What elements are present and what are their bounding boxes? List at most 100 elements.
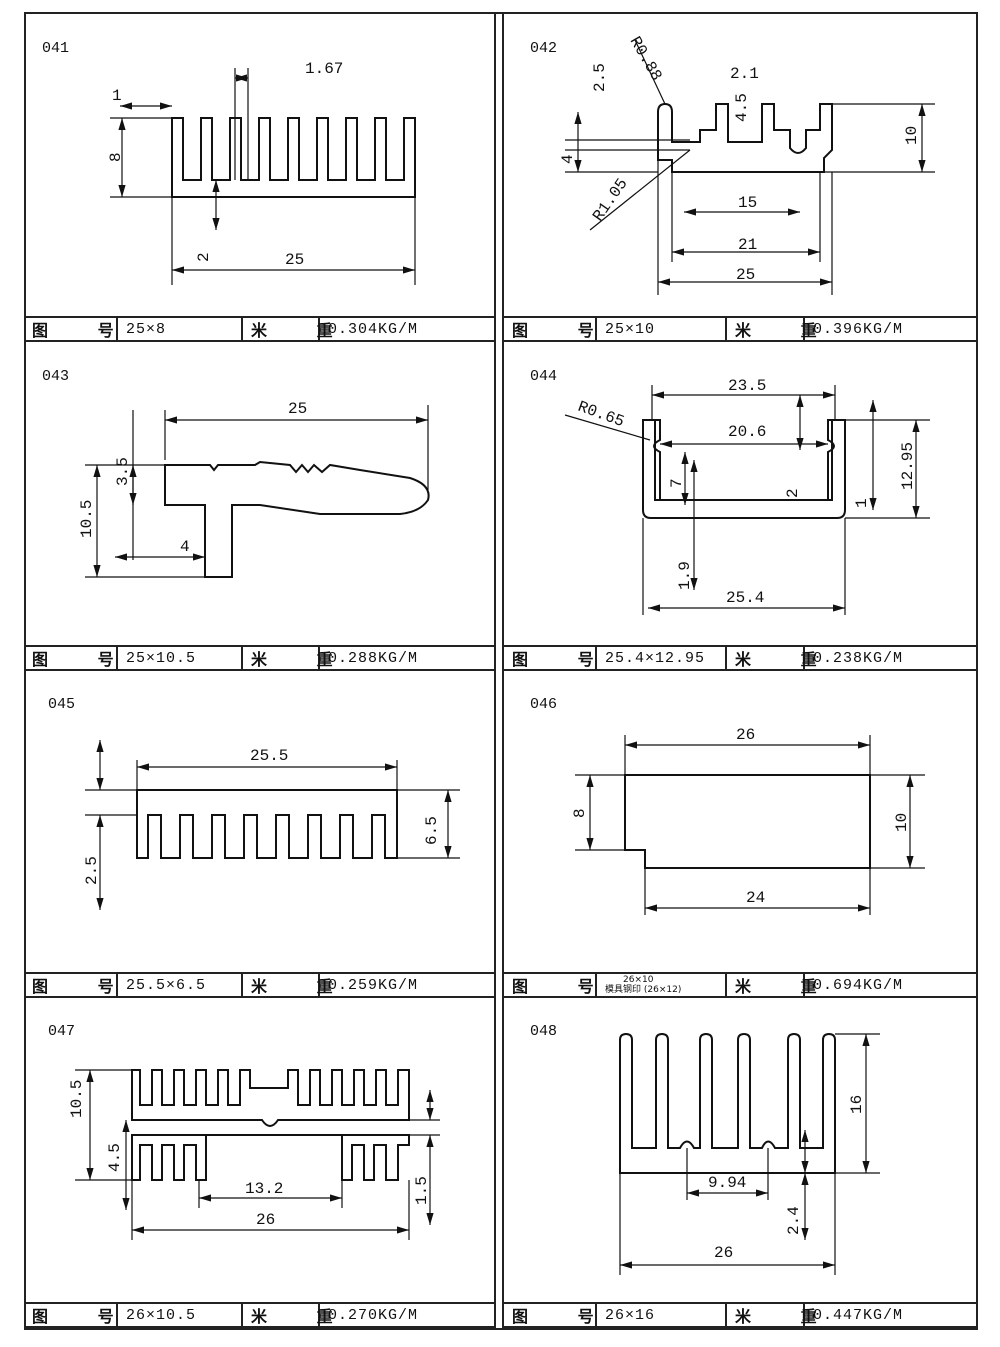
weight-label: 米 重 bbox=[727, 647, 817, 669]
title-block-045: 图 号 25.5×6.5 米 重 0.259KG/M bbox=[24, 972, 496, 998]
drawing-no-value: 26×16 bbox=[597, 1304, 727, 1326]
weight-label: 米 重 bbox=[243, 974, 333, 996]
extension-line bbox=[234, 68, 249, 180]
profile-id: 048 bbox=[530, 1023, 557, 1040]
weight-label: 米 重 bbox=[727, 318, 817, 340]
profile-041: 041 1.67 1 8 2 25 bbox=[42, 40, 343, 269]
dim-label: 13.2 bbox=[245, 1180, 283, 1198]
drawing-no-value: 26×10.5 bbox=[118, 1304, 243, 1326]
extension-line bbox=[171, 120, 416, 285]
heatsink-outline bbox=[171, 117, 416, 198]
dim-label: 6.5 bbox=[423, 816, 441, 845]
extension-line bbox=[845, 419, 930, 519]
profile-id: 047 bbox=[48, 1023, 75, 1040]
extension-line bbox=[619, 1173, 836, 1275]
weight-value: 0.259KG/M bbox=[328, 976, 419, 994]
drawing-no-value: 25.5×6.5 bbox=[118, 974, 243, 996]
dim-label: 10.5 bbox=[68, 1080, 86, 1118]
profile-id: 041 bbox=[42, 40, 69, 57]
leader-line bbox=[589, 39, 691, 231]
drawing-no-size: 26×10 bbox=[623, 975, 654, 985]
weight-label: 米 重 bbox=[243, 647, 333, 669]
title-block-043: 图 号 25×10.5 米 重 0.288KG/M bbox=[24, 645, 496, 671]
heatsink-outline bbox=[619, 1032, 836, 1174]
weight-label: 米 重 bbox=[243, 318, 333, 340]
leader-line bbox=[564, 414, 651, 441]
dim-label: 12.95 bbox=[899, 442, 917, 490]
extension-line bbox=[110, 117, 172, 198]
title-block-046: 图 号 26×10 模具钢印 (26×12) 米 重 0.694KG/M bbox=[504, 972, 978, 998]
dim-label: 1 bbox=[853, 498, 871, 508]
sheet-border bbox=[24, 12, 978, 1330]
heatsink-outline bbox=[131, 1069, 410, 1127]
dim-label: 25 bbox=[285, 251, 304, 269]
extension-line bbox=[85, 789, 137, 816]
dim-label: R0.88 bbox=[626, 34, 666, 85]
extension-line bbox=[565, 139, 690, 173]
extension-line bbox=[835, 1033, 880, 1174]
title-block-042: 图 号 25×10 米 重 0.396KG/M bbox=[504, 316, 978, 342]
profile-043: 043 25 3.5 10.5 4 bbox=[42, 368, 307, 556]
dim-label: 9.94 bbox=[708, 1174, 746, 1192]
dim-label: 7 bbox=[668, 478, 686, 488]
drawing-no-note: 模具钢印 (26×12) bbox=[605, 985, 682, 995]
dim-label: 26 bbox=[736, 726, 755, 744]
profile-id: 044 bbox=[530, 368, 557, 385]
dim-label: 2.4 bbox=[785, 1206, 803, 1235]
dim-label: 26 bbox=[714, 1244, 733, 1262]
dim-label: 16 bbox=[848, 1095, 866, 1114]
weight-value: 0.288KG/M bbox=[328, 649, 419, 667]
channel-lip bbox=[643, 419, 845, 500]
title-block-044: 图 号 25.4×12.95 米 重 0.238KG/M bbox=[504, 645, 978, 671]
drawing-no-label: 图 号 bbox=[504, 318, 597, 340]
dim-label: 2 bbox=[195, 252, 213, 262]
extension-line bbox=[75, 1069, 410, 1240]
weight-label: 米 重 bbox=[243, 1304, 333, 1326]
drawing-no-value: 25×8 bbox=[118, 318, 243, 340]
dim-label: 1.67 bbox=[305, 60, 343, 78]
title-block-048: 图 号 26×16 米 重 0.447KG/M bbox=[504, 1302, 978, 1328]
dim-label: 1.5 bbox=[413, 1176, 431, 1205]
extension-line bbox=[657, 103, 935, 295]
extension-line bbox=[85, 464, 205, 578]
profile-045: 045 25.5 6.5 2.5 bbox=[48, 696, 441, 885]
drawing-no-label: 图 号 bbox=[24, 318, 118, 340]
dim-label: 8 bbox=[107, 152, 125, 162]
dim-label: 10 bbox=[893, 813, 911, 832]
dim-label: 20.6 bbox=[728, 423, 766, 441]
profile-047: 047 10.5 4.5 13.2 26 1.5 bbox=[48, 1023, 431, 1229]
dim-label: 2.1 bbox=[730, 65, 759, 83]
dim-label: 26 bbox=[256, 1211, 275, 1229]
extension-line bbox=[644, 868, 871, 915]
dim-label: 2.5 bbox=[83, 856, 101, 885]
extension-line bbox=[624, 735, 871, 775]
dim-label: 15 bbox=[738, 194, 757, 212]
weight-value: 0.304KG/M bbox=[328, 320, 419, 338]
column-divider bbox=[494, 12, 504, 1330]
profile-id: 046 bbox=[530, 696, 557, 713]
block-outline bbox=[624, 774, 871, 869]
drawing-no-value: 25×10 bbox=[597, 318, 727, 340]
title-block-041: 图 号 25×8 米 重 0.304KG/M bbox=[24, 316, 496, 342]
dim-label: 4 bbox=[180, 538, 190, 556]
weight-value: 0.270KG/M bbox=[328, 1306, 419, 1324]
dim-label: 3.5 bbox=[114, 457, 132, 486]
dim-label: 4.5 bbox=[106, 1143, 124, 1172]
drawing-no-label: 图 号 bbox=[504, 974, 597, 996]
weight-value: 0.694KG/M bbox=[813, 976, 904, 994]
extension-line bbox=[686, 1148, 769, 1200]
profile-044: 044 23.5 R0.65 20.6 7 2 12.95 1 1.9 25.4 bbox=[530, 368, 917, 607]
weight-label: 米 重 bbox=[727, 1304, 817, 1326]
dim-label: 1 bbox=[112, 87, 122, 105]
dim-label: 10.5 bbox=[78, 500, 96, 538]
dim-label: 23.5 bbox=[728, 377, 766, 395]
profile-042: 042 R0.88 2.5 2.1 4.5 10 4 15 R1.05 21 2… bbox=[530, 34, 921, 285]
extension-line bbox=[164, 405, 429, 490]
dim-label: 4 bbox=[559, 154, 577, 164]
profile-id: 042 bbox=[530, 40, 557, 57]
extension-line bbox=[409, 1119, 440, 1136]
dim-label: 25.4 bbox=[726, 589, 764, 607]
drawing-no-label: 图 号 bbox=[504, 1304, 597, 1326]
heatsink-outline-lower bbox=[131, 1134, 410, 1181]
